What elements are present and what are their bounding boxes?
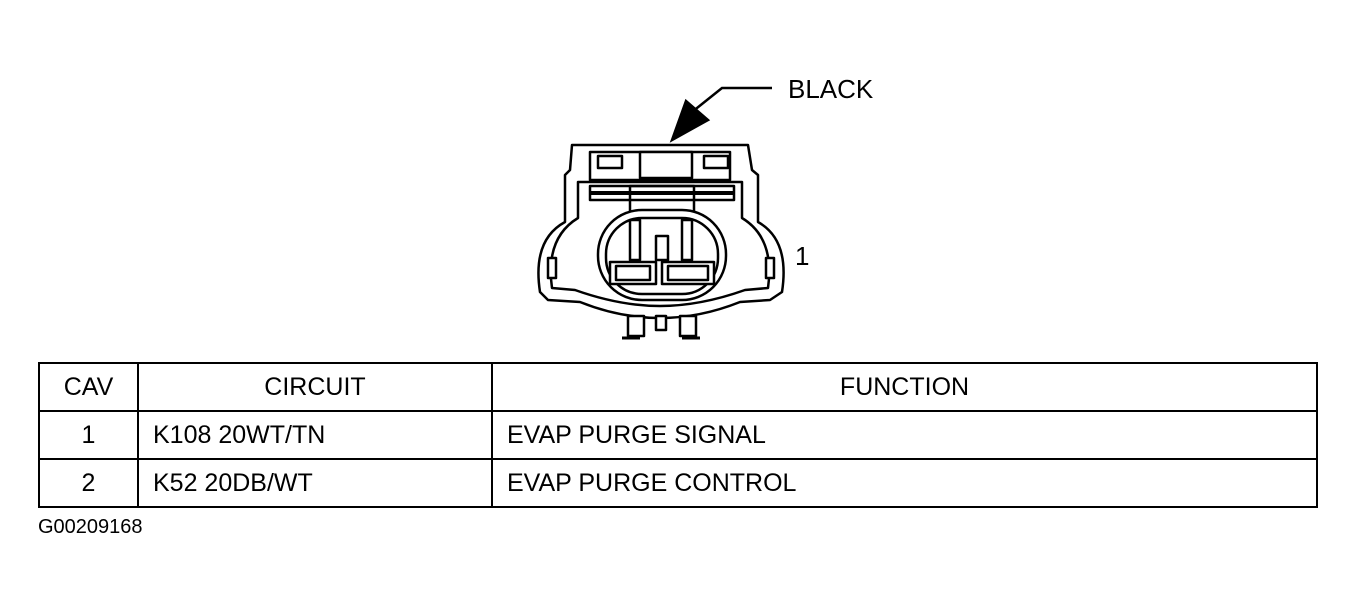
color-label: BLACK [788, 74, 874, 104]
table-header-row: CAV CIRCUIT FUNCTION [38, 362, 1318, 412]
circuit-cell: K108 20WT/TN [137, 410, 493, 460]
table-row: 1 K108 20WT/TN EVAP PURGE SIGNAL [38, 410, 1318, 460]
function-cell: EVAP PURGE SIGNAL [491, 410, 1318, 460]
connector-icon [537, 143, 785, 340]
pinout-table: CAV CIRCUIT FUNCTION 1 K108 20WT/TN EVAP… [38, 362, 1318, 508]
table-row: 2 K52 20DB/WT EVAP PURGE CONTROL [38, 458, 1318, 508]
circuit-cell: K52 20DB/WT [137, 458, 493, 508]
header-circuit: CIRCUIT [137, 362, 493, 412]
color-callout [669, 86, 772, 143]
header-function: FUNCTION [491, 362, 1318, 412]
connector-diagram: BLACK 1 [537, 74, 874, 340]
arrowhead-icon [669, 98, 711, 143]
cav-cell: 1 [38, 410, 139, 460]
figure-id: G00209168 [38, 516, 143, 538]
function-cell: EVAP PURGE CONTROL [491, 458, 1318, 508]
header-cav: CAV [38, 362, 139, 412]
pin-label: 1 [795, 241, 809, 271]
cav-cell: 2 [38, 458, 139, 508]
leader-line [691, 86, 772, 113]
